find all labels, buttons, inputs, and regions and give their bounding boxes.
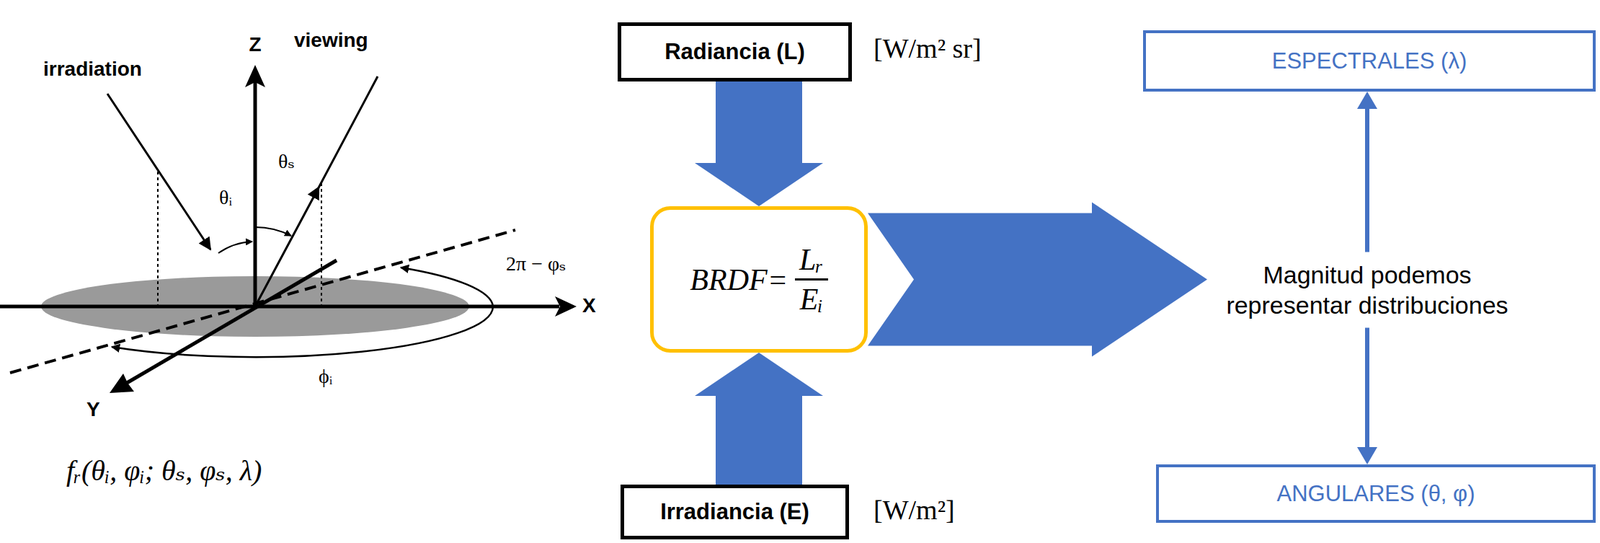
fraction-denominator: Eᵢ [795,280,828,317]
function-notation: fᵣ(θᵢ, φᵢ; θₛ, φₛ, λ) [66,454,262,488]
block-arrow [694,81,824,207]
irradiation-ray [107,93,211,250]
quantity-box: Radiancia (L) [617,22,852,82]
block-arrow [694,352,824,485]
arrow-shaft [1365,327,1370,448]
fraction-numerator: Lᵣ [794,242,829,281]
arrow-body [694,81,824,207]
angle-label: 2π − φₛ [505,252,567,276]
text-group: Irradiancia (E) [660,498,810,525]
axis-label: Y [86,397,101,421]
theta-i-arc [218,241,253,253]
node-text: Magnitud podemos representar distribucio… [1215,259,1519,321]
projection-dotted-line [320,183,323,307]
thin-arrow [1357,327,1378,465]
formula-lhs: BRDF= [689,262,788,297]
node-text: Irradiancia (E) [660,498,810,525]
y-axis [126,260,337,383]
category-box: ESPECTRALES (λ) [1143,30,1596,92]
arrow-head [1357,446,1378,465]
node-text: Radiancia (L) [664,38,806,65]
text-group: ESPECTRALES (λ) [1272,48,1467,75]
axis-label: X [582,294,597,318]
quantity-box: Irradiancia (E) [620,484,850,540]
angle-label: θₛ [278,149,295,173]
statement-text: Magnitud podemos representar distribucio… [1207,252,1528,328]
fraction: LᵣEᵢ [794,242,829,317]
arrow-body [694,352,824,485]
angle-label: θᵢ [219,185,233,210]
viewing-ray [255,76,378,307]
formula-box: BRDF=LᵣEᵢ [650,206,868,353]
category-box: ANGULARES (θ, φ) [1156,464,1596,523]
chevron-arrow [867,202,1208,357]
z-axis-head [245,64,266,88]
unit-label: [W/m² sr] [873,33,982,65]
ray-label: viewing [294,28,369,52]
text-group: Radiancia (L) [664,38,806,65]
node-text: ANGULARES (θ, φ) [1276,480,1475,507]
formula-row: BRDF=LᵣEᵢ [689,242,828,317]
thin-arrow [1357,91,1378,253]
text-group: ANGULARES (θ, φ) [1276,480,1475,507]
projection-dotted-line [157,171,159,307]
ray-label: irradiation [43,57,142,81]
x-axis [0,304,560,309]
node-text: ESPECTRALES (λ) [1272,48,1467,75]
y-axis-head [109,373,135,393]
unit-label: [W/m²] [873,494,955,527]
theta-s-arc [255,227,292,236]
arrow-shaft [1365,108,1370,253]
axis-label: Z [248,33,261,57]
x-axis-head [554,296,577,317]
z-axis [253,82,258,307]
azimuth-arc [111,267,493,357]
arrow-head [1357,91,1378,109]
text-group: Magnitud podemos representar distribucio… [1215,259,1519,321]
angle-label: ϕᵢ [318,364,333,388]
arrow-body [867,202,1208,357]
